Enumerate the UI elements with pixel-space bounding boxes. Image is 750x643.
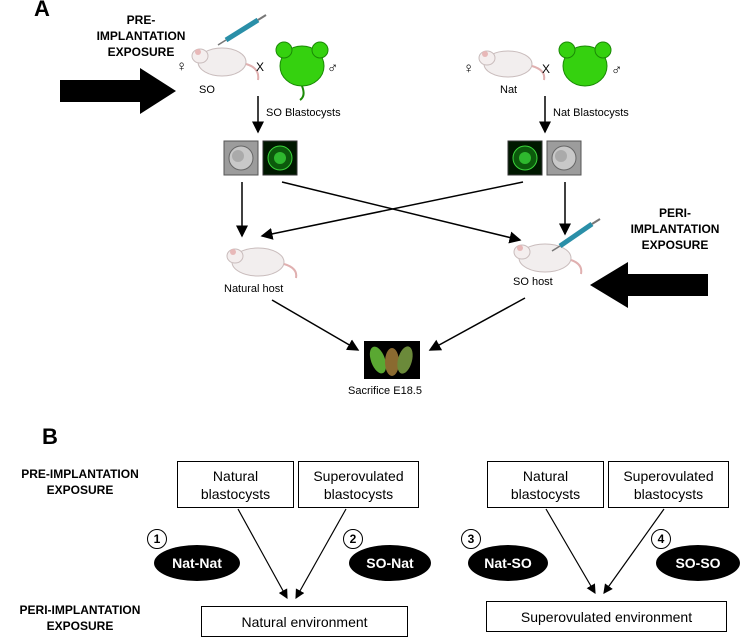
green-male-mouse-icon-left — [275, 41, 329, 101]
left-male-symbol: ♂ — [327, 60, 339, 77]
nat-blastocyst-brightfield-image — [546, 140, 582, 176]
so-host-mouse-icon — [513, 243, 583, 275]
so-blastocyst-gfp-image — [262, 140, 298, 176]
pre-exposure-big-arrow — [60, 68, 176, 114]
pre-implantation-exposure-label: PRE- IMPLANTATION EXPOSURE — [96, 13, 186, 59]
group-number-3: 3 — [461, 529, 481, 549]
natural-environment-box: Natural environment — [201, 606, 408, 637]
syringe-icon-right — [551, 218, 601, 252]
superovulated-blastocysts-box-1: Superovulated blastocysts — [298, 461, 419, 508]
so-host-label: SO host — [513, 276, 553, 288]
group-number-2: 2 — [343, 529, 363, 549]
nat-female-mouse-icon — [478, 50, 546, 81]
right-cross-x: X — [542, 62, 551, 76]
syringe-icon-left — [217, 14, 267, 46]
superovulated-environment-box: Superovulated environment — [486, 601, 727, 632]
peri-implantation-exposure-label: PERI- IMPLANTATION EXPOSURE — [630, 206, 720, 252]
group-number-1: 1 — [147, 529, 167, 549]
so-blastocysts-label: SO Blastocysts — [266, 107, 341, 119]
nat-blastocyst-gfp-image — [507, 140, 543, 176]
so-female-mouse-icon — [191, 47, 260, 81]
group-ellipse-so-so: SO-SO — [656, 545, 740, 581]
right-female-symbol: ♀ — [463, 60, 475, 77]
peri-exposure-big-arrow — [590, 262, 708, 308]
right-male-symbol: ♂ — [611, 62, 623, 79]
group-number-4: 4 — [651, 529, 671, 549]
so-donor-label: SO — [199, 84, 215, 96]
left-cross-x: X — [256, 60, 265, 74]
embryos-image — [364, 341, 420, 379]
so-blastocyst-brightfield-image — [223, 140, 259, 176]
peri-implantation-row-label: PERI-IMPLANTATION EXPOSURE — [19, 603, 141, 633]
nat-blastocysts-label: Nat Blastocysts — [553, 107, 629, 119]
group-ellipse-nat-nat: Nat-Nat — [154, 545, 240, 581]
green-male-mouse-icon-right — [558, 41, 612, 87]
group-ellipse-nat-so: Nat-SO — [468, 545, 548, 581]
group-ellipse-so-nat: SO-Nat — [349, 545, 431, 581]
panel-b-letter: B — [42, 424, 58, 449]
nat-donor-label: Nat — [500, 84, 518, 96]
natural-blastocysts-box-2: Natural blastocysts — [487, 461, 604, 508]
pre-implantation-row-label: PRE-IMPLANTATION EXPOSURE — [21, 467, 139, 497]
natural-host-label: Natural host — [224, 283, 284, 295]
panel-a-letter: A — [34, 0, 50, 21]
natural-blastocysts-box-1: Natural blastocysts — [177, 461, 294, 508]
natural-host-mouse-icon — [226, 247, 298, 279]
sacrifice-label: Sacrifice E18.5 — [348, 385, 422, 397]
left-female-symbol: ♀ — [176, 58, 188, 75]
panel-a-graphics — [60, 14, 708, 379]
superovulated-blastocysts-box-2: Superovulated blastocysts — [608, 461, 729, 508]
